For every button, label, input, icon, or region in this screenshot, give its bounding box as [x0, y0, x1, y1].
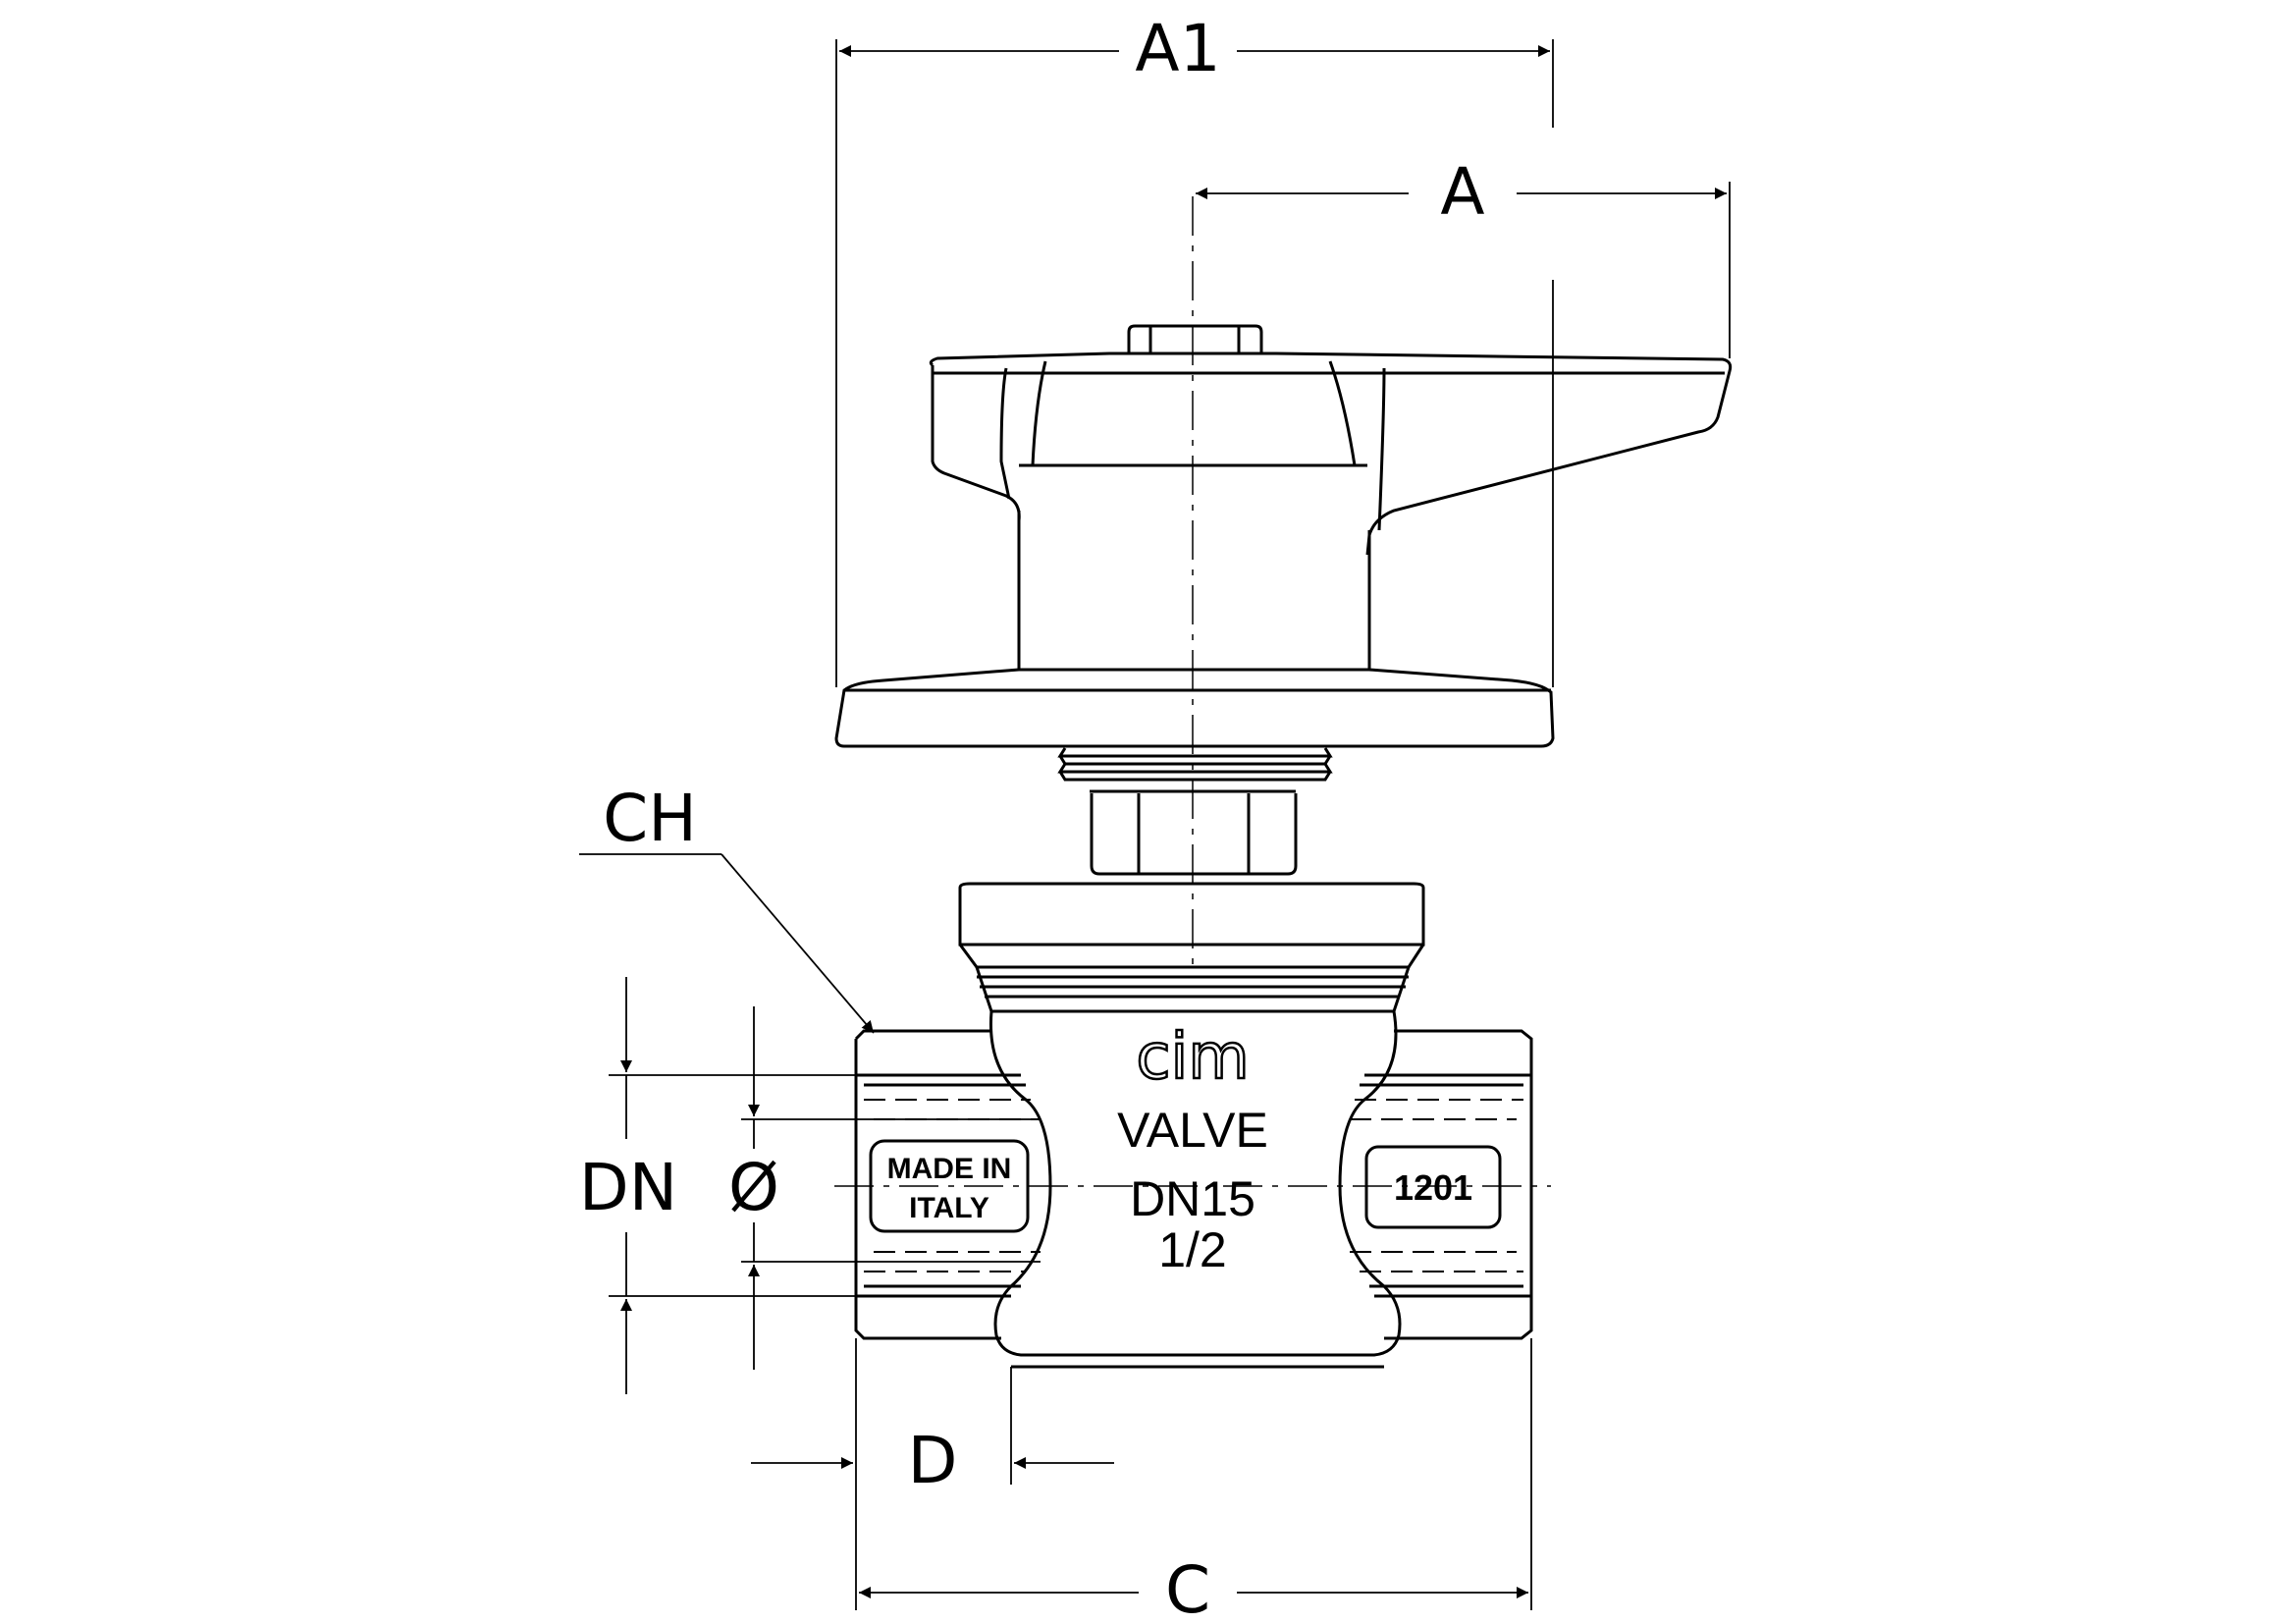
thread: [1058, 755, 1332, 766]
bonnet-neck: [975, 966, 1411, 1013]
dimension-label-diameter: Ø: [728, 1150, 779, 1225]
thread: [1057, 763, 1333, 774]
body-logo: cim: [1136, 1021, 1249, 1094]
valve-body: [854, 1010, 1533, 1369]
bonnet-taper: [958, 944, 1425, 969]
left-plate-line2: ITALY: [909, 1192, 989, 1224]
bonnet: [958, 882, 1425, 1013]
body-right-end: [1384, 1029, 1533, 1340]
dimension-label-d: D: [908, 1423, 958, 1498]
ch-leader: [721, 853, 875, 1034]
thread: [1058, 771, 1332, 782]
body-marking-valve: VALVE: [1117, 1103, 1268, 1158]
handle-lever: [929, 352, 1733, 556]
bonnet-outline: [958, 882, 1425, 947]
dimension-label-a1: A1: [1135, 11, 1220, 86]
center-lines: [834, 196, 1551, 1187]
lever-rib: [1031, 360, 1047, 466]
dimension-label-c: C: [1165, 1552, 1210, 1624]
handle: [834, 324, 1733, 748]
right-nameplate: [1364, 1145, 1502, 1229]
dimension-label-ch: CH: [603, 781, 697, 856]
dimension-label-a: A: [1440, 154, 1484, 230]
lever-rib: [1377, 367, 1386, 531]
dimensions: [579, 39, 1731, 1610]
neck-stem: [1090, 793, 1298, 876]
dimension-label-dn: DN: [579, 1150, 677, 1225]
threaded-neck: [1057, 747, 1333, 876]
handle-flange: [834, 668, 1555, 748]
right-plate-text: 1201: [1394, 1167, 1472, 1208]
body-marking-dn: DN15: [1130, 1171, 1255, 1226]
lever-rib: [1328, 360, 1357, 466]
body-marking-size: 1/2: [1158, 1222, 1227, 1277]
left-nameplate: [869, 1139, 1030, 1233]
handle-lever-left: [931, 365, 1021, 521]
bore-hidden-lines: [864, 1099, 1523, 1272]
lever-rib: [999, 367, 1011, 500]
thread: [1057, 747, 1333, 758]
body-center: [988, 1010, 1402, 1357]
left-plate-line1: MADE IN: [887, 1153, 1012, 1185]
handle-nut: [1127, 324, 1263, 355]
